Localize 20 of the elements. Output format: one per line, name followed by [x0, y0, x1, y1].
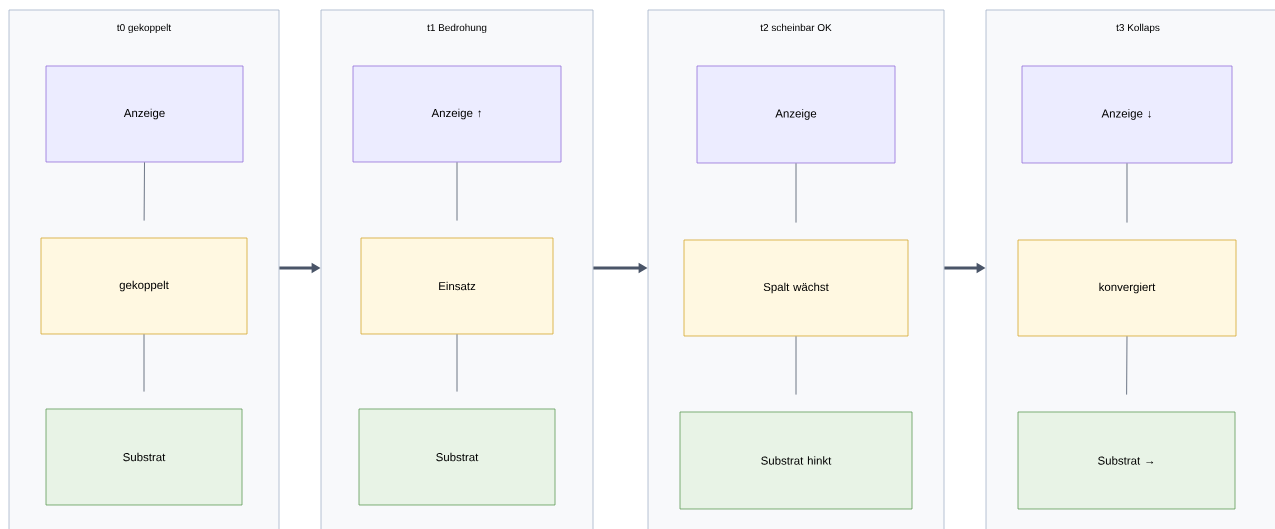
process-box: Substrat: [45, 408, 243, 506]
process-box: gekoppelt: [40, 237, 248, 335]
process-box: Anzeige ↑: [352, 65, 562, 163]
process-box: Substrat hinkt: [679, 411, 913, 510]
process-box: Anzeige ↓: [1021, 65, 1233, 164]
connector-line: [456, 334, 458, 392]
connector-line: [795, 336, 797, 395]
process-box: konvergiert: [1017, 239, 1237, 337]
process-box: Einsatz: [360, 237, 554, 335]
connector-line: [1126, 336, 1128, 395]
process-box: Substrat →: [1017, 411, 1236, 510]
connector-line: [456, 162, 458, 221]
process-box: Anzeige: [696, 65, 896, 164]
connector-line: [143, 162, 145, 221]
connector-line: [143, 334, 145, 392]
process-box: Spalt wächst: [683, 239, 909, 337]
connector-line: [795, 163, 797, 223]
connector-line: [1126, 163, 1128, 223]
process-box: Substrat: [358, 408, 556, 506]
process-box: Anzeige: [45, 65, 244, 163]
